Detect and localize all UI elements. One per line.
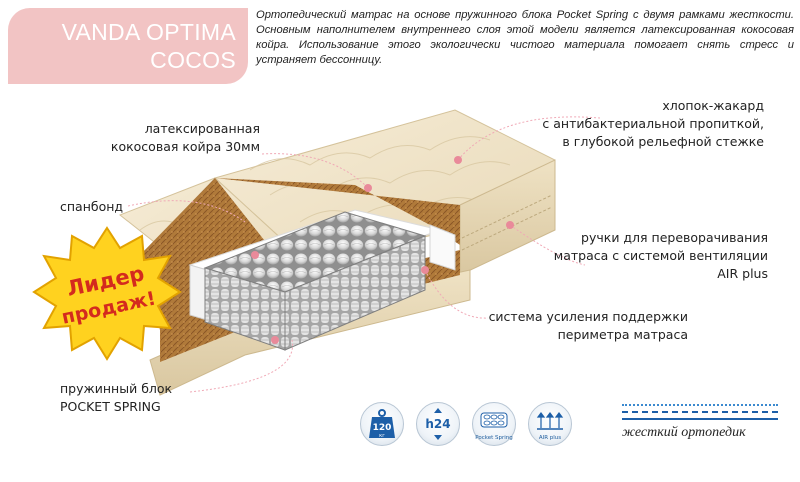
badge-starburst <box>32 226 182 361</box>
feature-icons: 120 кг h24 Pocket Spring <box>360 402 572 446</box>
label-spring-line2: POCKET SPRING <box>60 399 161 414</box>
label-handles-line3: AIR plus <box>717 266 768 281</box>
label-handles: ручки для переворачивания матраса с сист… <box>540 229 768 283</box>
weight-unit: кг <box>379 433 385 439</box>
label-handles-line1: ручки для переворачивания <box>581 230 768 245</box>
label-cotton: хлопок-жакард с антибактериальной пропит… <box>520 97 764 151</box>
hardness-indicator: жесткий ортопедик <box>622 404 778 441</box>
product-description: Ортопедический матрас на основе пружинно… <box>256 9 794 66</box>
hardness-label: жесткий ортопедик <box>622 425 746 440</box>
label-coir: латексированная кокосовая койра 30мм <box>100 120 260 156</box>
label-spring-line1: пружинный блок <box>60 381 173 396</box>
weight-icon: 120 кг <box>360 402 404 446</box>
label-cotton-line3: в глубокой рельефной стежке <box>562 134 764 149</box>
pocket-spring-caption: Pocket Spring <box>475 435 513 441</box>
bestseller-badge: Лидер продаж! <box>32 226 182 361</box>
hardness-line-solid <box>622 418 778 420</box>
label-cotton-line1: хлопок-жакард <box>662 98 764 113</box>
height-icon: h24 <box>416 402 460 446</box>
label-perimeter-line1: система усиления поддержки <box>488 309 688 324</box>
air-plus-icon: AIR plus <box>528 402 572 446</box>
product-title-box: VANDA OPTIMA COCOS <box>8 8 248 84</box>
label-spring-block: пружинный блок POCKET SPRING <box>60 380 172 416</box>
weight-value: 120 <box>373 423 392 433</box>
label-cotton-line2: с антибактериальной пропиткой, <box>542 116 764 131</box>
product-title-line2: COCOS <box>150 47 236 73</box>
label-perimeter-line2: периметра матраса <box>557 327 688 342</box>
label-spunbond: спанбонд <box>60 199 124 214</box>
label-handles-line2: матраса с системой вентиляции <box>553 248 768 263</box>
label-coir-line2: кокосовая койра 30мм <box>110 139 260 154</box>
hardness-line-dashed <box>622 411 778 413</box>
air-plus-caption: AIR plus <box>538 435 562 441</box>
hardness-line-dotted <box>622 404 778 406</box>
height-value: h24 <box>425 417 450 431</box>
label-coir-line1: латексированная <box>144 121 260 136</box>
pocket-spring-icon: Pocket Spring <box>472 402 516 446</box>
product-title-line1: VANDA OPTIMA <box>61 19 236 45</box>
label-perimeter: система усиления поддержки периметра мат… <box>460 308 688 344</box>
